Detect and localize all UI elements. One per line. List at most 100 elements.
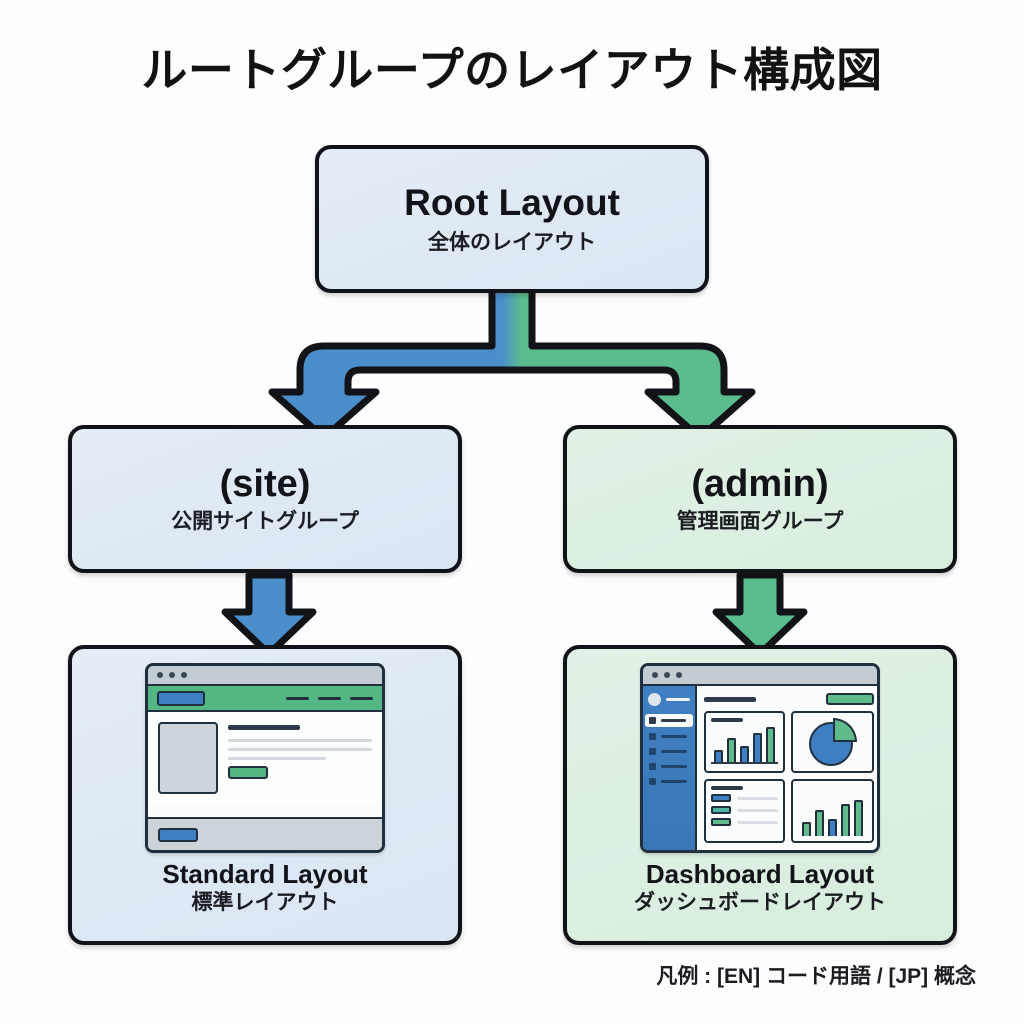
node-standard-layout-labels: Standard Layout 標準レイアウト	[162, 860, 367, 915]
bar-chart-card-2	[791, 779, 874, 843]
window-dot-icon	[676, 672, 682, 678]
connector-site-to-standard	[221, 571, 317, 658]
mockup-sidebar-item	[648, 748, 690, 755]
mockup-footer-button	[158, 827, 198, 842]
card-title-bar	[711, 786, 743, 790]
list-card	[704, 779, 785, 843]
mockup-image-placeholder	[158, 722, 218, 794]
bar-chart-2	[798, 796, 867, 836]
node-dashboard-layout-subtitle: ダッシュボードレイアウト	[634, 891, 886, 915]
standard-site-mockup	[145, 663, 385, 853]
avatar-icon	[648, 693, 661, 706]
bar	[802, 822, 811, 836]
pie-chart-card	[791, 711, 874, 773]
menu-square-icon	[649, 748, 656, 755]
list-item-line	[737, 820, 778, 824]
bar	[828, 819, 837, 836]
bar	[753, 733, 762, 762]
node-root-layout-title: Root Layout	[404, 182, 620, 224]
node-dashboard-layout[interactable]: Dashboard Layout ダッシュボードレイアウト	[563, 645, 957, 945]
mockup-sidebar-item	[648, 778, 690, 785]
mockup-text-line	[228, 739, 372, 742]
pie-graphic	[808, 718, 857, 766]
mockup-sidebar-item-active	[645, 714, 693, 727]
mockup-card-grid	[704, 711, 874, 843]
mockup-cta-button	[228, 766, 268, 779]
bar	[727, 738, 736, 762]
mockup-titlebar	[148, 666, 382, 686]
mockup-sidebar-item	[648, 763, 690, 770]
mockup-navbar	[148, 686, 382, 712]
mockup-sidebar-label	[661, 750, 687, 753]
node-standard-layout[interactable]: Standard Layout 標準レイアウト	[68, 645, 462, 945]
bar-chart	[711, 726, 778, 764]
bar	[841, 804, 850, 836]
admin-dashboard-mockup	[640, 663, 880, 853]
nav-link-dash	[350, 696, 373, 700]
mockup-sidebar-item	[648, 733, 690, 740]
node-dashboard-layout-labels: Dashboard Layout ダッシュボードレイアウト	[634, 859, 886, 915]
mockup-nav-links	[286, 696, 373, 700]
nav-link-dash	[286, 696, 309, 700]
node-site-group-title: (site)	[219, 462, 311, 505]
mockup-sidebar-label	[661, 735, 687, 738]
mockup-footer	[148, 817, 382, 850]
list-item-line	[737, 808, 778, 812]
nav-link-dash	[318, 696, 341, 700]
page-title: ルートグループのレイアウト構成図	[141, 44, 883, 96]
connector-admin-to-dashboard	[712, 571, 808, 658]
legend-text: 凡例 : [EN] コード用語 / [JP] 概念	[656, 965, 976, 988]
list-item	[711, 818, 778, 826]
window-dot-icon	[157, 672, 163, 678]
mockup-dashboard-body	[643, 686, 877, 850]
list-item	[711, 806, 778, 814]
mockup-text-line	[228, 748, 372, 751]
mockup-text-block	[228, 722, 372, 794]
node-site-group-subtitle: 公開サイトグループ	[171, 510, 359, 534]
window-dot-icon	[181, 672, 187, 678]
status-chip	[711, 794, 731, 802]
window-dot-icon	[664, 672, 670, 678]
mockup-breadcrumb-bar	[704, 696, 756, 702]
mockup-action-button	[826, 693, 874, 705]
window-dot-icon	[652, 672, 658, 678]
mockup-user-row	[648, 693, 690, 706]
bar	[740, 746, 749, 762]
mockup-heading-bar	[228, 725, 300, 730]
card-title-bar	[711, 718, 743, 722]
status-chip	[711, 806, 731, 814]
mockup-sidebar-label	[661, 780, 687, 783]
bar	[854, 800, 863, 836]
node-dashboard-layout-title: Dashboard Layout	[645, 859, 875, 889]
mockup-logo	[157, 690, 205, 706]
mockup-dashboard-header	[704, 693, 874, 705]
node-admin-group-subtitle: 管理画面グループ	[676, 510, 844, 534]
mockup-dashboard-main	[697, 686, 877, 850]
mockup-sidebar-label	[661, 719, 686, 722]
mockup-sidebar-label	[661, 765, 687, 768]
menu-square-icon	[649, 733, 656, 740]
bar	[815, 810, 824, 836]
node-root-layout[interactable]: Root Layout 全体のレイアウト	[315, 145, 709, 293]
menu-square-icon	[649, 763, 656, 770]
mockup-username-bar	[666, 698, 690, 701]
mockup-sidebar	[643, 686, 697, 850]
node-admin-group-title: (admin)	[691, 462, 829, 505]
node-standard-layout-subtitle: 標準レイアウト	[191, 891, 339, 915]
node-site-group[interactable]: (site) 公開サイトグループ	[68, 425, 462, 573]
connector-root-split	[268, 284, 756, 442]
menu-square-icon	[649, 778, 656, 785]
bar	[714, 750, 723, 762]
menu-square-icon	[649, 717, 656, 724]
list-rows	[711, 794, 778, 826]
bar	[766, 727, 775, 762]
list-item	[711, 794, 778, 802]
window-dot-icon	[169, 672, 175, 678]
node-root-layout-subtitle: 全体のレイアウト	[428, 230, 596, 254]
pie-slice-minor	[832, 718, 857, 742]
node-admin-group[interactable]: (admin) 管理画面グループ	[563, 425, 957, 573]
bar-chart-card	[704, 711, 785, 773]
mockup-titlebar	[643, 666, 877, 686]
mockup-text-line	[228, 757, 326, 760]
